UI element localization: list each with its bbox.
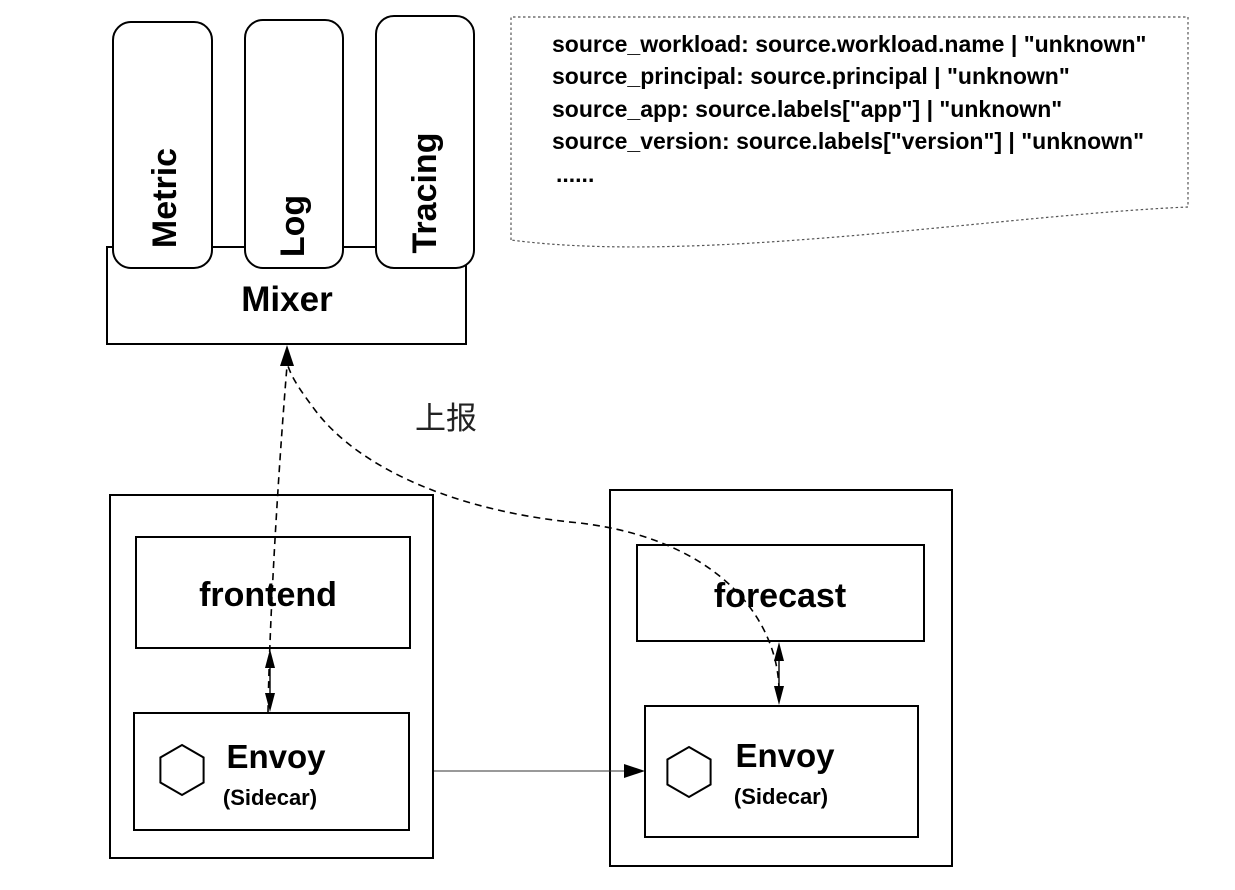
frontend-pod: frontend Envoy (Sidecar) [109, 494, 434, 859]
attribute-note-shape [510, 16, 1189, 248]
mixer-label: Mixer [241, 280, 333, 319]
frontend-report-path [267, 365, 288, 713]
hexagon-icon [159, 743, 205, 797]
envoy-to-envoy-arrow [434, 764, 645, 778]
metric-adapter-label: Metric [146, 148, 184, 248]
log-adapter-label: Log [274, 195, 312, 257]
frontend-service-box [135, 536, 411, 649]
forecast-label: forecast [714, 577, 846, 615]
forecast-report-path [287, 365, 780, 691]
attribute-line: source_app: source.labels["app"] | "unkn… [552, 96, 1062, 122]
forecast-service-box [636, 544, 925, 642]
report-label: 上报 [415, 401, 477, 437]
sidecar-label: (Sidecar) [734, 784, 828, 809]
double-arrowhead-up [774, 642, 784, 661]
mixer-report-arrowhead [280, 345, 294, 366]
envoy-to-envoy-arrowhead [624, 764, 645, 778]
log-adapter-tab [244, 19, 344, 269]
attribute-ellipsis: ...... [556, 161, 594, 187]
attribute-note: source_workload: source.workload.name | … [510, 16, 1189, 248]
frontend-label: frontend [199, 576, 337, 614]
mixer-component: Metric Log Tracing Mixer [106, 15, 475, 345]
envoy-label: Envoy [735, 737, 835, 774]
forecast-envoy-box [644, 705, 919, 838]
tracing-adapter-tab [375, 15, 475, 269]
tracing-adapter-label: Tracing [406, 133, 444, 254]
report-paths [267, 345, 780, 713]
envoy-label: Envoy [226, 738, 326, 775]
attribute-line: source_principal: source.principal | "un… [552, 63, 1070, 89]
metric-adapter-tab [112, 21, 213, 269]
attribute-line: source_version: source.labels["version"]… [552, 128, 1144, 154]
sidecar-label: (Sidecar) [223, 785, 317, 810]
hexagon-icon [666, 745, 712, 799]
double-arrowhead-down [774, 686, 784, 705]
frontend-envoy-box [133, 712, 410, 831]
attribute-line: source_workload: source.workload.name | … [552, 31, 1146, 57]
forecast-pod: forecast Envoy (Sidecar) [609, 489, 953, 867]
